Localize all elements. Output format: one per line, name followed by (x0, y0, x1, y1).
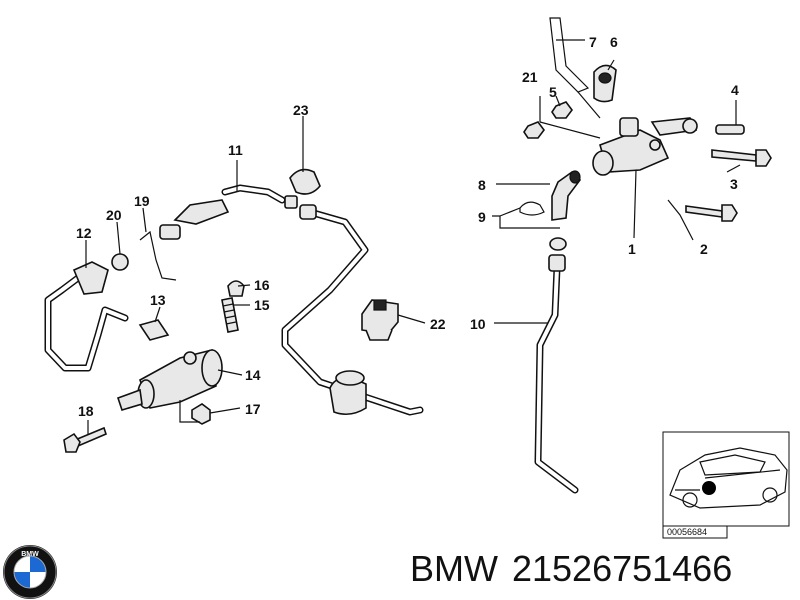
slave-cylinder-14 (116, 349, 223, 411)
bracket-22 (361, 299, 399, 341)
label-6: 6 (610, 34, 618, 50)
label-2: 2 (700, 241, 708, 257)
pin-4 (715, 124, 745, 135)
label-8: 8 (478, 177, 486, 193)
label-11: 11 (228, 142, 243, 158)
logo-text: BMW (21, 551, 39, 558)
grommet-6 (593, 64, 617, 103)
cap-16 (227, 280, 245, 297)
leader-lines (85, 39, 741, 434)
nut-5 (551, 101, 573, 119)
fitting-8 (551, 170, 582, 221)
label-12: 12 (76, 225, 92, 241)
brand-name: BMW (410, 548, 498, 589)
clip-9 (519, 201, 545, 216)
label-21: 21 (522, 69, 538, 85)
reservoir-hose-7 (549, 17, 601, 119)
label-4: 4 (731, 82, 739, 98)
hose-11-fittings (221, 184, 317, 220)
bolt-2 (685, 204, 738, 222)
label-5: 5 (549, 84, 557, 100)
hose-12 (44, 261, 129, 372)
inset-code: 00056684 (667, 527, 707, 537)
label-1: 1 (628, 241, 636, 257)
label-18: 18 (78, 403, 94, 419)
nut-17 (191, 403, 211, 425)
grommet-23 (289, 168, 321, 195)
pipe-end-fitting (548, 254, 566, 272)
bleeder-19 (139, 199, 230, 281)
label-16: 16 (254, 277, 270, 293)
bmw-logo: BMW (3, 545, 57, 599)
label-13: 13 (150, 292, 166, 308)
label-10: 10 (470, 316, 486, 332)
o-ring (549, 237, 567, 251)
label-17: 17 (245, 401, 261, 417)
part-number: 21526751466 (511, 548, 733, 589)
label-20: 20 (106, 207, 122, 223)
label-15: 15 (254, 297, 270, 313)
seal-20 (111, 253, 129, 271)
part-labels: 1 2 3 4 5 6 7 8 9 10 11 12 13 14 15 16 1… (76, 34, 739, 419)
location-marker (702, 481, 716, 495)
label-22: 22 (430, 316, 446, 332)
hose-11 (281, 208, 424, 416)
label-9: 9 (478, 209, 486, 225)
pipe-assembly-10 (534, 264, 579, 494)
vehicle-location-inset: 00056684 (662, 431, 790, 539)
bolt-18 (63, 426, 107, 453)
hose-damper (329, 370, 367, 416)
bleeder-13 (138, 319, 170, 341)
label-23: 23 (293, 102, 309, 118)
master-cylinder (592, 117, 698, 176)
part-caption: BMW 21526751466 (410, 548, 746, 590)
bleeder-screw-15 (221, 297, 239, 333)
bolt-3 (711, 149, 772, 167)
label-3: 3 (730, 176, 738, 192)
nut-21 (523, 121, 545, 139)
label-14: 14 (245, 367, 261, 383)
label-19: 19 (134, 193, 150, 209)
label-7: 7 (589, 34, 597, 50)
